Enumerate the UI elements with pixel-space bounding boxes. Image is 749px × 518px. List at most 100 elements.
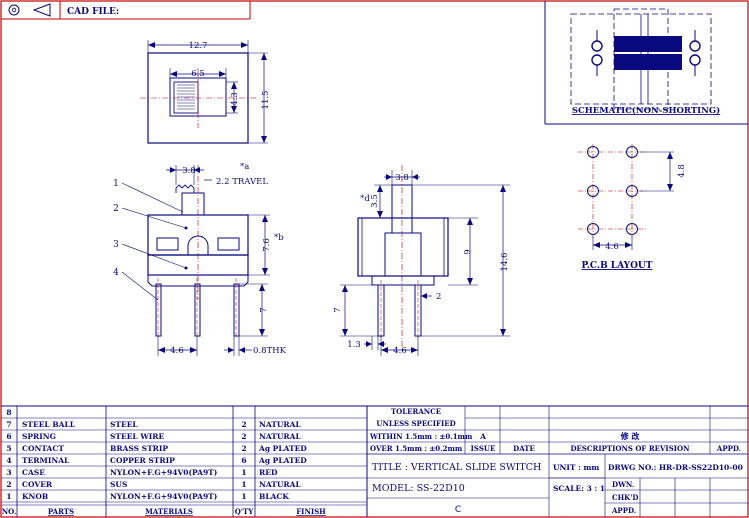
pcb-pad bbox=[626, 223, 638, 235]
svg-text:BRASS STRIP: BRASS STRIP bbox=[110, 444, 168, 453]
svg-text:STEEL: STEEL bbox=[110, 420, 138, 429]
tolerance-title: TOLERANCE bbox=[391, 407, 441, 416]
svg-text:Ag PLATED: Ag PLATED bbox=[258, 444, 307, 453]
side-view: 3.8 3.5 *d 9 14.6 7 2 bbox=[333, 165, 510, 356]
svg-text:SPRING: SPRING bbox=[22, 432, 56, 441]
side-dim-knob: 3.8 bbox=[395, 173, 409, 183]
front-dim-body: 7.6 bbox=[262, 238, 272, 252]
callout-3: 3 bbox=[113, 240, 119, 250]
svg-text:FINISH: FINISH bbox=[296, 507, 326, 516]
top-view: 12.7 6.5 4.3 11.5 bbox=[140, 40, 271, 144]
svg-text:2: 2 bbox=[241, 444, 246, 453]
approved-label: APPD. bbox=[611, 506, 636, 515]
svg-text:Q'TY: Q'TY bbox=[235, 507, 254, 516]
svg-text:NYLON+F.G+94V0(PA9T): NYLON+F.G+94V0(PA9T) bbox=[110, 468, 217, 477]
svg-text:NATURAL: NATURAL bbox=[259, 420, 301, 429]
svg-text:COVER: COVER bbox=[22, 480, 53, 489]
note-a: *a bbox=[240, 162, 249, 172]
revision-cn-label: 修 改 bbox=[620, 431, 641, 441]
svg-text:1: 1 bbox=[241, 468, 246, 477]
tolerance-subtitle: UNLESS SPECIFIED bbox=[376, 419, 455, 428]
schematic-terminal bbox=[689, 40, 701, 52]
svg-text:5: 5 bbox=[6, 444, 11, 453]
sheet-size-label: C bbox=[455, 505, 461, 515]
callout-4: 4 bbox=[113, 268, 119, 278]
svg-text:COPPER STRIP: COPPER STRIP bbox=[110, 456, 175, 465]
note-b: *b bbox=[274, 233, 284, 243]
svg-text:STEEL BALL: STEEL BALL bbox=[22, 420, 76, 429]
svg-text:PARTS: PARTS bbox=[48, 507, 74, 516]
schematic-terminal bbox=[591, 40, 603, 52]
cad-file-label: CAD FILE: bbox=[67, 7, 119, 17]
callout-2: 2 bbox=[113, 204, 119, 214]
drawn-label: DWN. bbox=[612, 480, 634, 489]
svg-text:CONTACT: CONTACT bbox=[22, 444, 64, 453]
projection-symbol-icon bbox=[8, 3, 51, 17]
svg-text:NATURAL: NATURAL bbox=[259, 432, 301, 441]
front-pin bbox=[155, 283, 162, 337]
svg-text:2: 2 bbox=[241, 420, 246, 429]
scale-label: SCALE: 3 : 1 bbox=[553, 484, 605, 493]
issue-label: ISSUE bbox=[471, 444, 496, 453]
side-dim-offset: 1.3 bbox=[347, 340, 361, 350]
tolerance-over: OVER 1.5mm : ±0.2mm bbox=[370, 444, 463, 453]
side-dim-pin: 7 bbox=[333, 307, 343, 312]
table-row: 5 CONTACT BRASS STRIP 2 Ag PLATED bbox=[6, 444, 307, 453]
front-knob bbox=[181, 192, 205, 216]
front-pin bbox=[233, 283, 240, 337]
callout-1: 1 bbox=[113, 179, 119, 189]
header-box: CAD FILE: bbox=[1, 1, 251, 20]
svg-text:BLACK: BLACK bbox=[259, 492, 289, 501]
svg-text:CASE: CASE bbox=[22, 468, 45, 477]
svg-text:4: 4 bbox=[6, 456, 11, 465]
svg-text:NYLON+F.G+94V0(PA9T): NYLON+F.G+94V0(PA9T) bbox=[110, 492, 217, 501]
svg-text:1: 1 bbox=[241, 492, 246, 501]
table-header-row: NO. PARTS MATERIALS Q'TY FINISH bbox=[2, 507, 326, 516]
schematic-caption: SCHEMATIC(NON-SHORTING) bbox=[572, 105, 720, 116]
front-dim-thickness: 0.8THK bbox=[253, 346, 287, 356]
svg-text:SUS: SUS bbox=[110, 480, 127, 489]
top-dim-knob-width: 6.5 bbox=[191, 69, 205, 79]
svg-text:3: 3 bbox=[6, 468, 11, 477]
descriptions-label: DESCRIPTIONS OF REVISION bbox=[570, 444, 690, 453]
pcb-dim-vertical: 4.8 bbox=[677, 164, 687, 178]
pcb-layout: 4.8 4.6 P.C.B LAYOUT bbox=[578, 144, 687, 271]
svg-text:Ag PLATED: Ag PLATED bbox=[258, 456, 307, 465]
svg-text:1: 1 bbox=[241, 480, 246, 489]
svg-text:7: 7 bbox=[6, 420, 11, 429]
drawing-number: DRWG NO.: HR-DR-SS22D10-00 bbox=[608, 463, 743, 472]
svg-text:8: 8 bbox=[6, 408, 11, 417]
pcb-pad bbox=[587, 146, 599, 158]
model-label: MODEL: SS-22D10 bbox=[372, 483, 465, 494]
unit-label: UNIT : mm bbox=[553, 463, 599, 472]
front-dim-travel: 2.2 TRAVEL bbox=[216, 177, 268, 187]
side-dim-knob-height: 3.5 bbox=[370, 194, 380, 208]
table-row: 2 COVER SUS 1 NATURAL bbox=[6, 480, 301, 489]
schematic-terminal bbox=[689, 54, 701, 66]
date-label: DATE bbox=[513, 444, 535, 453]
front-dim-pin: 7 bbox=[259, 307, 269, 312]
drawing-title: TITLE : VERTICAL SLIDE SWITCH bbox=[372, 462, 541, 473]
svg-text:MATERIALS: MATERIALS bbox=[145, 507, 193, 516]
svg-text:NO.: NO. bbox=[2, 507, 17, 516]
front-dim-pitch: 4.6 bbox=[170, 346, 184, 356]
table-row: 1 KNOB NYLON+F.G+94V0(PA9T) 1 BLACK bbox=[6, 492, 289, 501]
svg-text:6: 6 bbox=[6, 432, 11, 441]
svg-text:NATURAL: NATURAL bbox=[259, 480, 301, 489]
appd-label: APPD. bbox=[716, 444, 741, 453]
svg-text:STEEL WIRE: STEEL WIRE bbox=[110, 432, 164, 441]
svg-text:RED: RED bbox=[259, 468, 278, 477]
side-dim-total: 14.6 bbox=[500, 253, 510, 272]
pcb-pad bbox=[587, 185, 599, 197]
side-dim-pitch: 4.6 bbox=[393, 346, 407, 356]
front-pin bbox=[194, 283, 201, 337]
svg-text:2: 2 bbox=[6, 480, 11, 489]
svg-text:1: 1 bbox=[6, 492, 11, 501]
pcb-caption: P.C.B LAYOUT bbox=[582, 261, 653, 271]
bom-table: 8 7 STEEL BALL STEEL 2 NATURAL 6 SPRING … bbox=[1, 405, 368, 517]
schematic-terminal bbox=[591, 54, 603, 66]
front-view: 1 2 3 4 3.8 2.2 TRAVEL *a 7.6 *b 7 bbox=[113, 162, 287, 356]
table-row: 4 TERMINAL COPPER STRIP 6 Ag PLATED bbox=[6, 456, 307, 465]
note-d: *d bbox=[360, 194, 370, 204]
